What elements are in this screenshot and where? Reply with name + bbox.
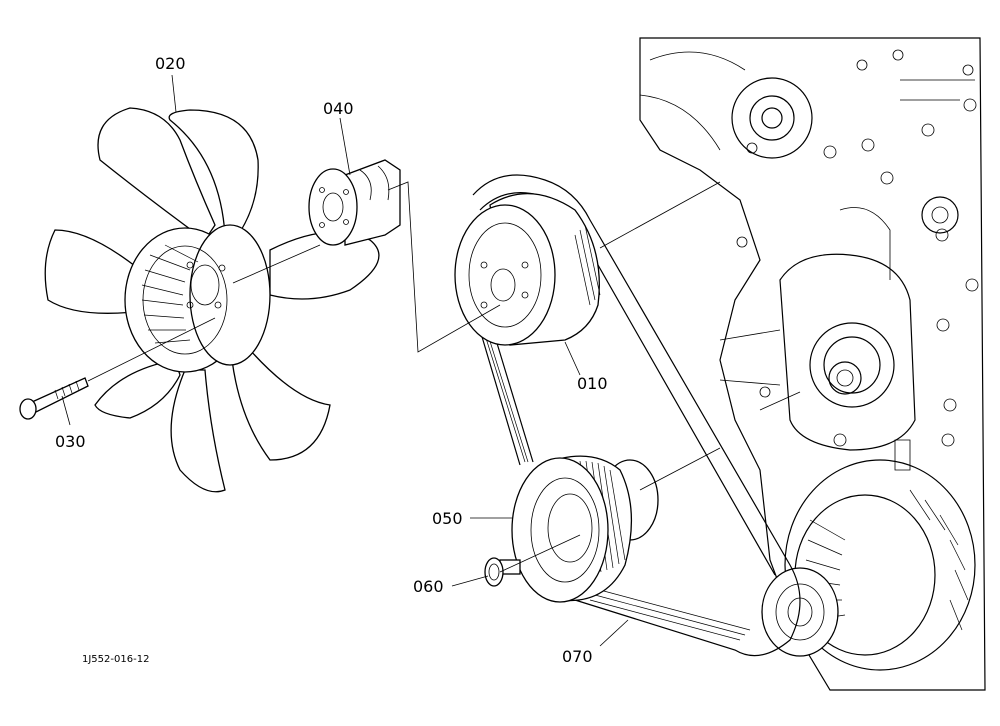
fan-bolt: [19, 377, 89, 420]
fan-pulley: [454, 193, 601, 346]
alignment-lines: [87, 181, 801, 573]
callout-060: 060: [413, 577, 444, 596]
engine-block: [639, 37, 986, 691]
leader-lines: [61, 74, 629, 647]
cooling-fan: [44, 107, 380, 493]
fan-spacer: [308, 159, 401, 246]
alternator-pulley: [511, 455, 659, 603]
callout-010: 010: [577, 374, 608, 393]
pulley-nut: [484, 557, 521, 587]
callout-050: 050: [432, 509, 463, 528]
callout-040: 040: [323, 99, 354, 118]
callout-070: 070: [562, 647, 593, 666]
callout-030: 030: [55, 432, 86, 451]
callout-020: 020: [155, 54, 186, 73]
drawing-code: 1J552-016-12: [82, 654, 149, 665]
callout-labels: 020 040 010 030 050 060 070 1J552-016-12: [55, 54, 608, 666]
